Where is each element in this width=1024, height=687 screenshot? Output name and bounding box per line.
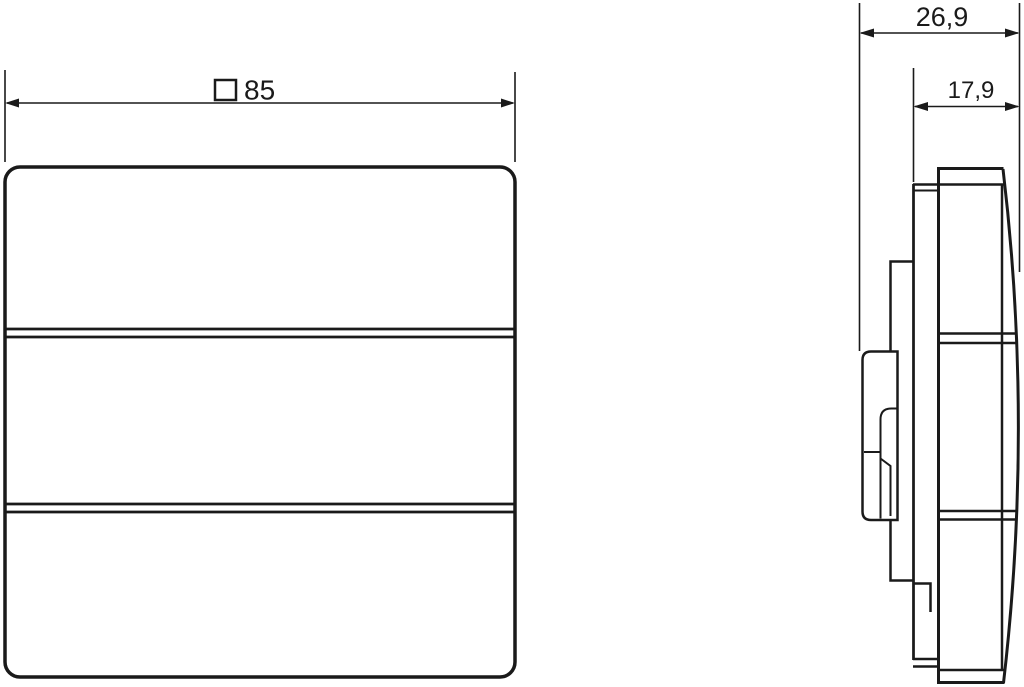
front-view (3, 165, 517, 679)
dimension-front-depth: 17,9 (912, 68, 1020, 182)
dimension-total-depth: 26,9 (858, 2, 1021, 351)
side-coupler-bump (879, 407, 897, 519)
side-view (861, 167, 1020, 684)
front-depth-label: 17,9 (948, 77, 995, 104)
square-symbol-icon (213, 78, 238, 102)
dimension-width: 85 (4, 70, 516, 162)
arrowhead-left (913, 102, 928, 111)
side-coupler-detail-slant (879, 457, 892, 516)
arrowhead-left (5, 98, 19, 108)
arrowhead-right (1005, 28, 1020, 38)
side-rocker-front-curve (1001, 168, 1020, 684)
total-depth-label: 26,9 (916, 2, 969, 32)
arrowhead-right (1005, 102, 1020, 111)
arrowhead-right (501, 98, 515, 108)
width-dimension-label: 85 (244, 75, 275, 106)
arrowhead-left (859, 28, 874, 38)
front-plate-outline (3, 165, 517, 679)
side-mount-step (913, 582, 932, 612)
